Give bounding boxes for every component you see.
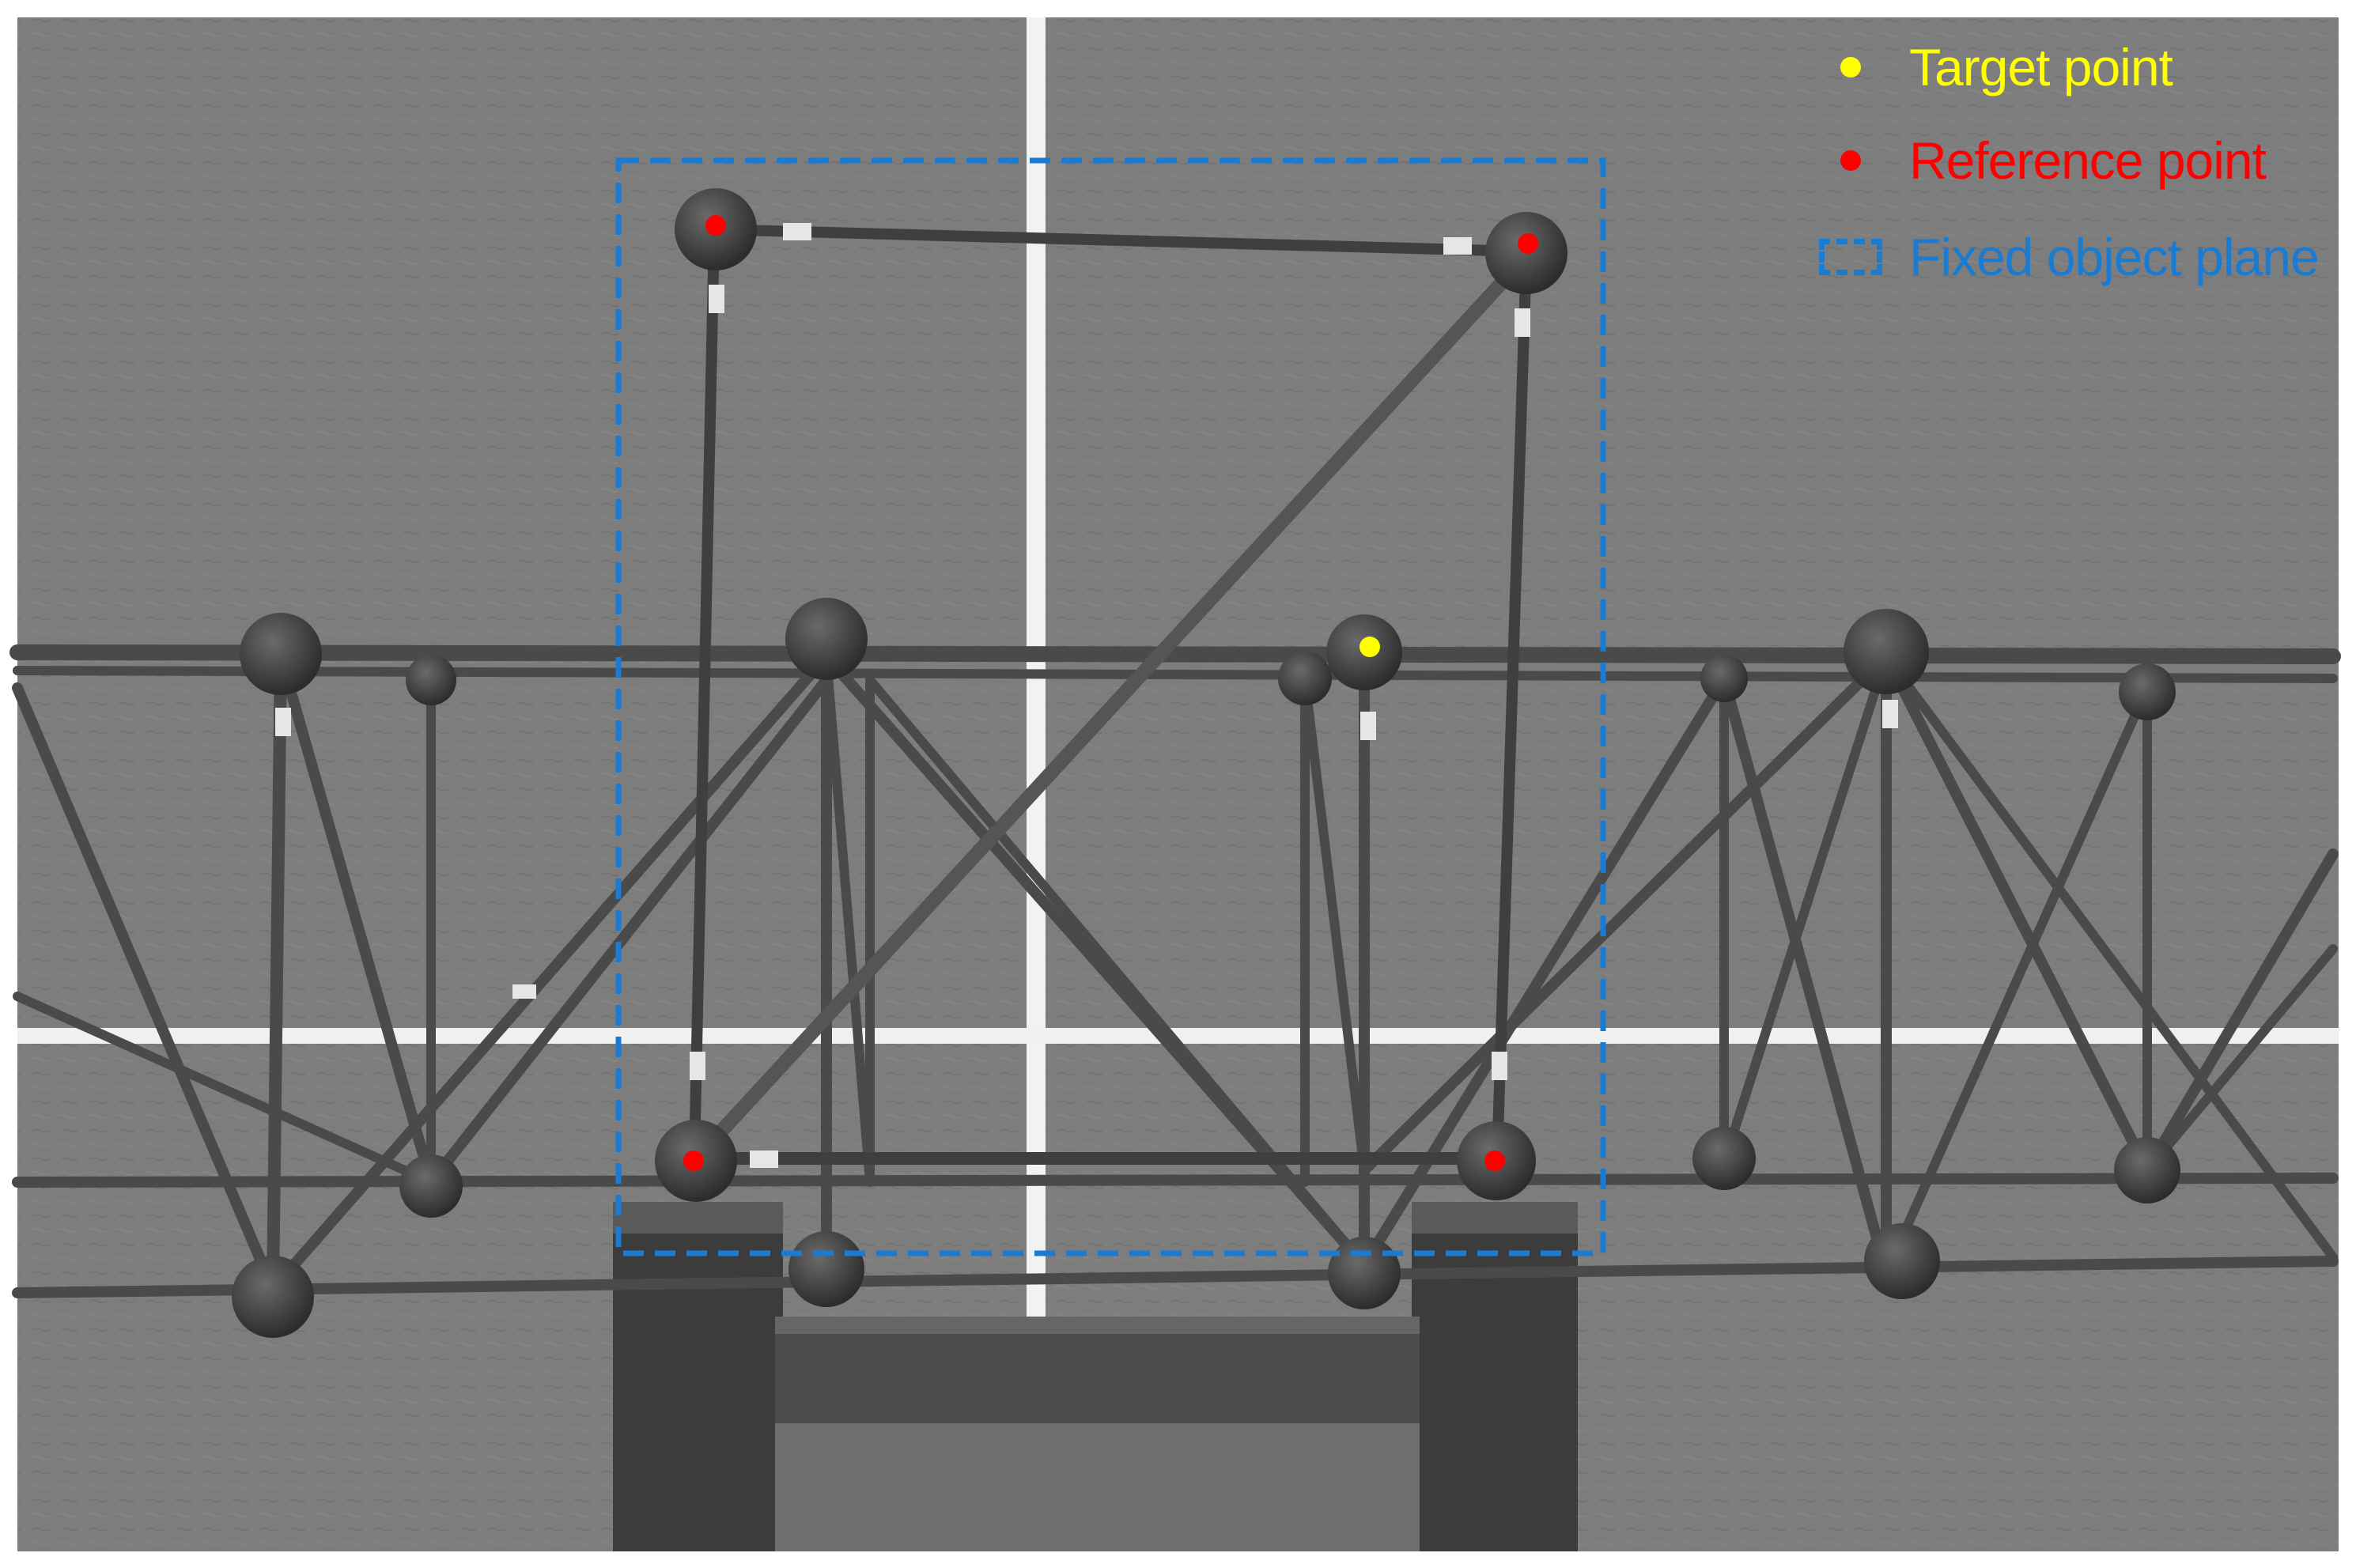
fixed-object-plane-frame <box>615 157 1606 1256</box>
joint-sleeves <box>275 223 1898 1168</box>
reference-dot-icon <box>1840 150 1861 171</box>
legend-label-reference: Reference point <box>1909 131 2267 190</box>
legend: Target point Reference point Fixed objec… <box>1819 32 2341 316</box>
reference-point <box>1518 233 1538 254</box>
support-stand <box>613 1202 1578 1551</box>
legend-label-plane: Fixed object plane <box>1909 228 2320 286</box>
target-point <box>1360 637 1380 657</box>
legend-target: Target point <box>1819 32 2173 103</box>
dashed-box-icon <box>1819 239 1882 275</box>
truss-members <box>9 224 2341 1298</box>
target-dot-icon <box>1840 57 1861 77</box>
reference-point <box>683 1150 704 1171</box>
reference-point <box>705 215 726 236</box>
reference-point <box>1484 1150 1505 1171</box>
legend-plane: Fixed object plane <box>1819 221 2320 293</box>
legend-reference: Reference point <box>1819 125 2267 196</box>
wall-horizontal-line <box>17 1028 2339 1044</box>
legend-label-target: Target point <box>1909 38 2173 96</box>
